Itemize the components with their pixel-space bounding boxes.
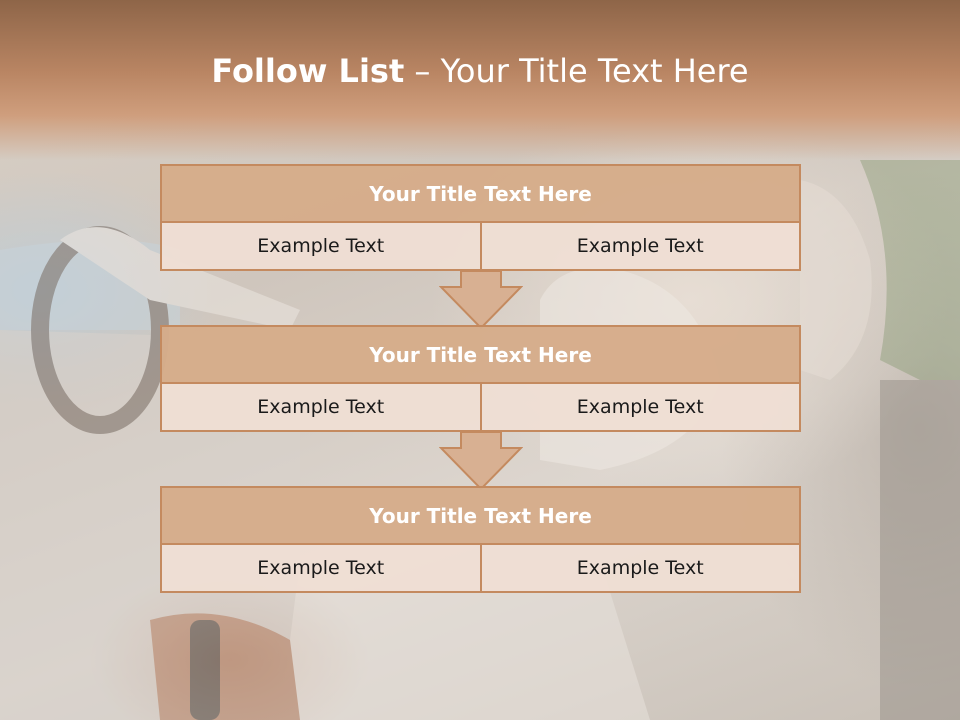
step-row-1: Example Text Example Text: [162, 223, 799, 269]
step-title-2: Your Title Text Here: [162, 327, 799, 384]
step-row-2: Example Text Example Text: [162, 384, 799, 430]
step-title-1: Your Title Text Here: [162, 166, 799, 223]
step-1-cell-right: Example Text: [479, 223, 800, 269]
step-box-2: Your Title Text Here Example Text Exampl…: [160, 325, 801, 432]
step-3-cell-right: Example Text: [479, 545, 800, 591]
down-arrow-icon: [439, 270, 523, 330]
header-band: [0, 0, 960, 160]
page-title: Follow List – Your Title Text Here: [0, 52, 960, 90]
step-1-cell-left: Example Text: [257, 235, 385, 257]
step-row-3: Example Text Example Text: [162, 545, 799, 591]
page-title-rest: – Your Title Text Here: [404, 52, 749, 90]
step-box-3: Your Title Text Here Example Text Exampl…: [160, 486, 801, 593]
step-title-3: Your Title Text Here: [162, 488, 799, 545]
step-3-cell-left: Example Text: [257, 557, 385, 579]
step-2-cell-right: Example Text: [479, 384, 800, 430]
step-2-cell-left: Example Text: [257, 396, 385, 418]
page-title-bold: Follow List: [211, 52, 405, 90]
down-arrow-icon: [439, 431, 523, 491]
step-box-1: Your Title Text Here Example Text Exampl…: [160, 164, 801, 271]
